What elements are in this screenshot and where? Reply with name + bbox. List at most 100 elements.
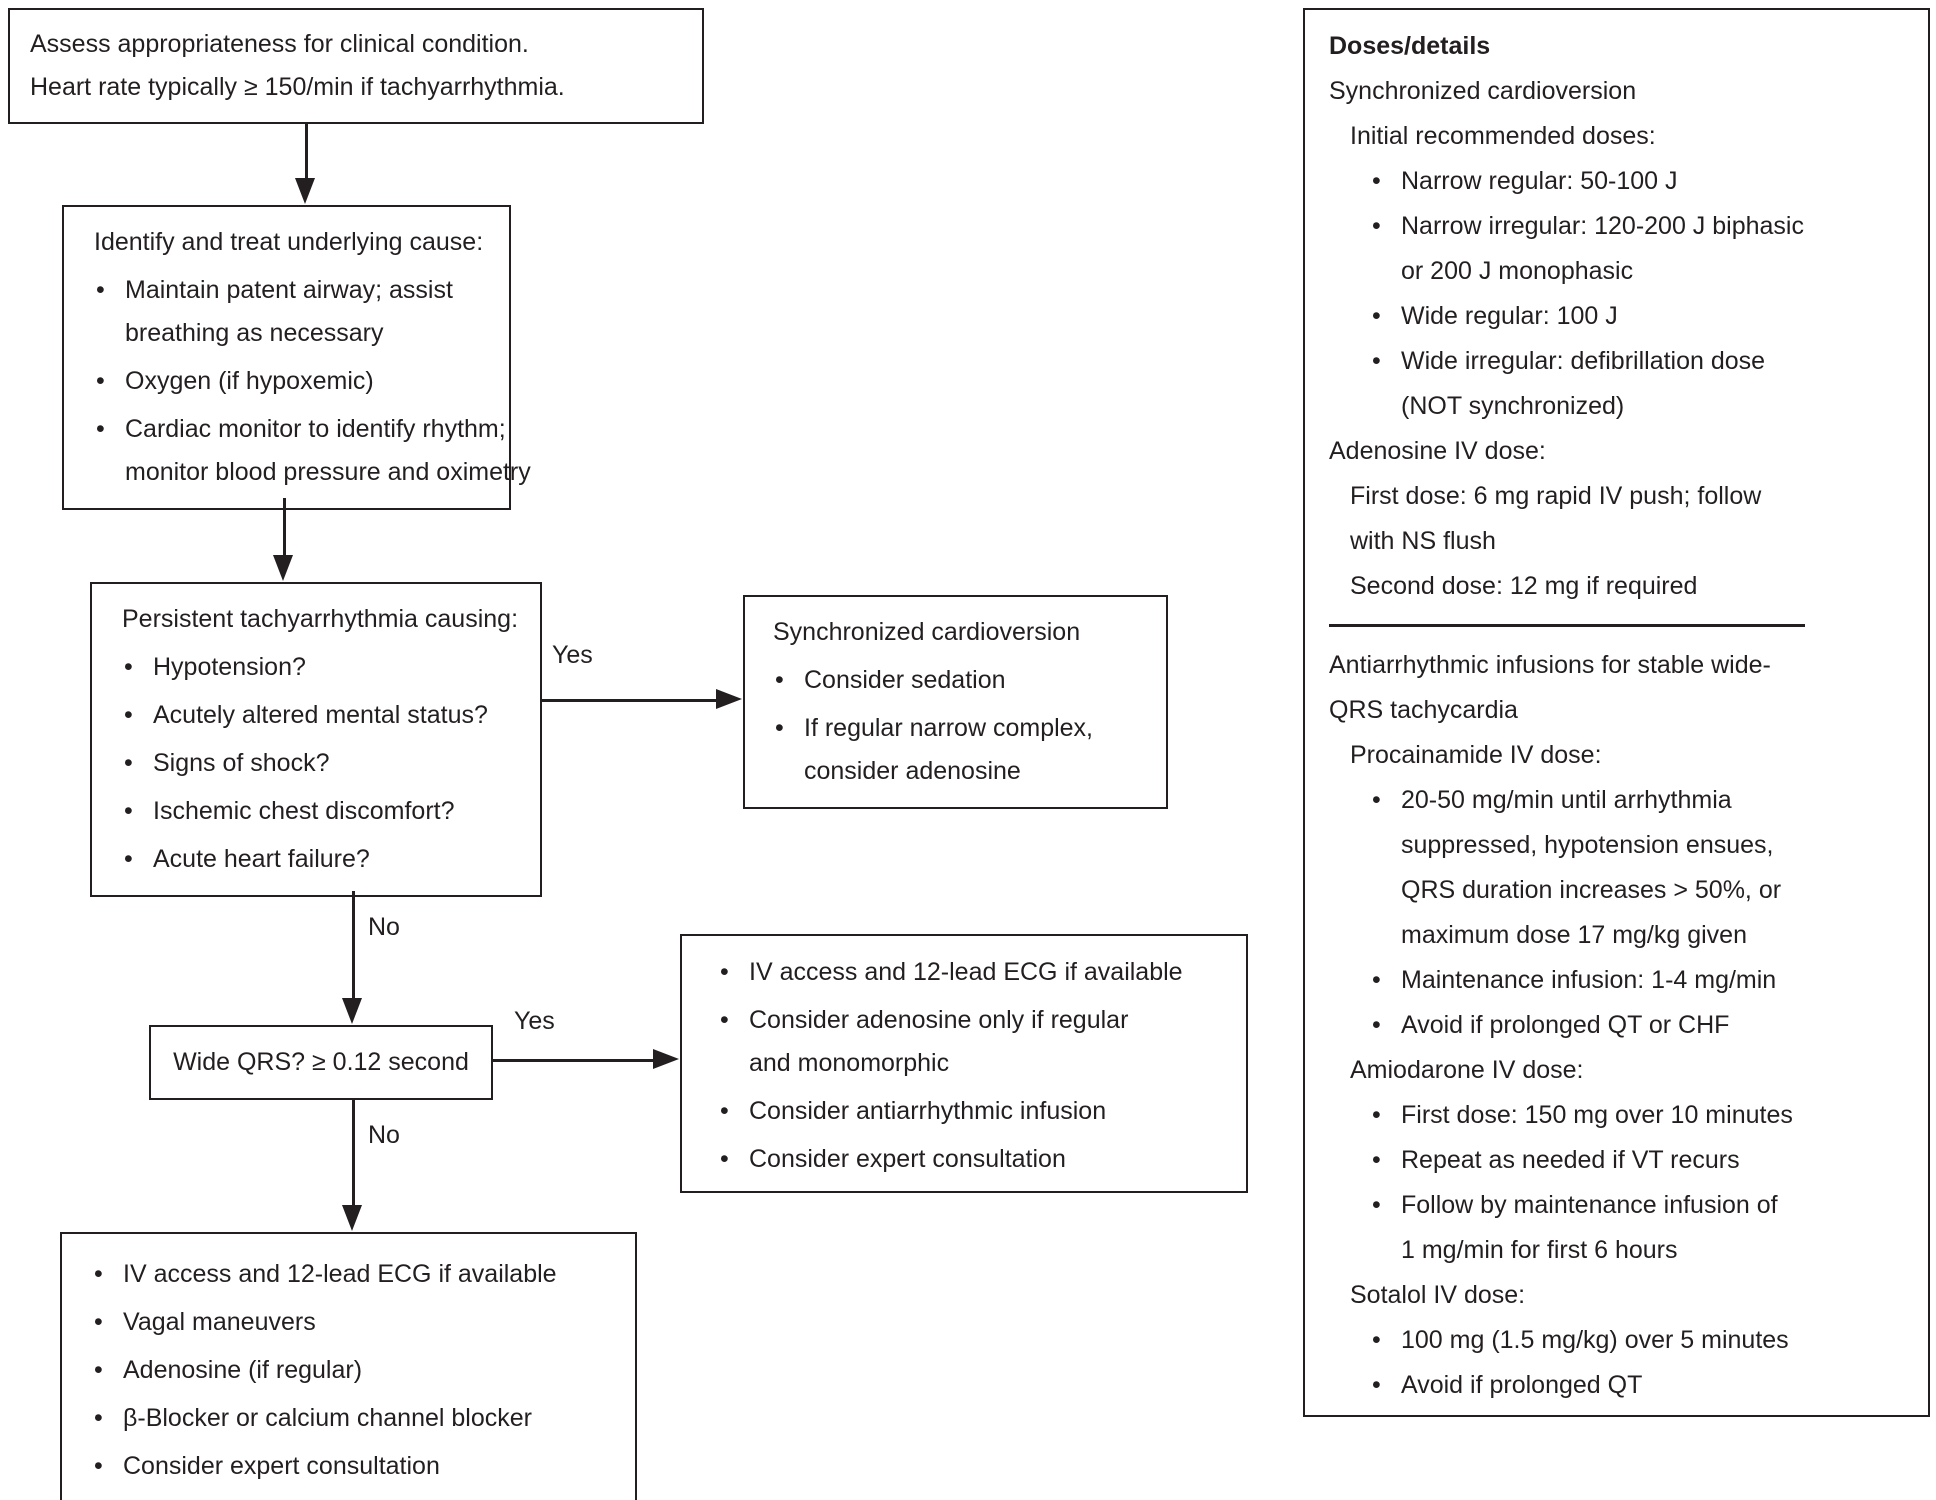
dose-heading-cardioversion: Synchronized cardioversion (1329, 77, 1637, 105)
bullet-line: Signs of shock? (153, 749, 330, 777)
bullet-line: If regular narrow complex, (804, 714, 1094, 742)
bullet-line: Vagal maneuvers (123, 1308, 316, 1336)
dose-line: Narrow irregular: 120-200 J biphasic (1401, 212, 1804, 240)
identify-title: Identify and treat underlying cause: (94, 228, 484, 256)
bullet-line: monitor blood pressure and oximetry (125, 458, 531, 486)
dose-bullet: Narrow irregular: 120-200 J biphasic or … (1370, 204, 1918, 294)
adenosine-first-dose: First dose: 6 mg rapid IV push; follow w… (1350, 474, 1918, 564)
bullet-line: Hypotension? (153, 653, 306, 681)
assess-box: Assess appropriateness for clinical cond… (8, 8, 704, 124)
bullet-line: IV access and 12-lead ECG if available (123, 1260, 557, 1288)
dose-line: with NS flush (1350, 527, 1496, 555)
flow-arrow-line (541, 699, 718, 702)
dose-line: Maintenance infusion: 1-4 mg/min (1401, 966, 1777, 994)
bullet-line: Cardiac monitor to identify rhythm; (125, 415, 506, 443)
dose-bullet: First dose: 150 mg over 10 minutes (1370, 1093, 1918, 1138)
dose-bullet: Maintenance infusion: 1-4 mg/min (1370, 958, 1918, 1003)
panel-divider (1329, 624, 1805, 627)
identify-bullet: Cardiac monitor to identify rhythm; moni… (94, 408, 531, 494)
bullet-line: β-Blocker or calcium channel blocker (123, 1404, 532, 1432)
cardioversion-bullet: If regular narrow complex, consider aden… (773, 707, 1166, 793)
dose-line: Repeat as needed if VT recurs (1401, 1146, 1740, 1174)
bullet-line: Consider expert consultation (749, 1145, 1066, 1173)
dose-bullet: 20-50 mg/min until arrhythmia suppressed… (1370, 778, 1918, 958)
dose-line: 100 mg (1.5 mg/kg) over 5 minutes (1401, 1326, 1789, 1354)
narrow-treatment-bullet: IV access and 12-lead ECG if available (92, 1253, 635, 1296)
bullet-line: Adenosine (if regular) (123, 1356, 363, 1384)
arrow-down-icon (342, 1205, 362, 1231)
bullet-line: Consider sedation (804, 666, 1006, 694)
narrow-treatment-bullet: Consider expert consultation (92, 1445, 635, 1488)
bullet-line: Maintain patent airway; assist (125, 276, 453, 304)
cardioversion-bullet: Consider sedation (773, 659, 1166, 702)
arrow-right-icon (716, 689, 742, 709)
bullet-line: Acute heart failure? (153, 845, 370, 873)
dose-line: Second dose: 12 mg if required (1350, 572, 1698, 600)
identify-bullet: Oxygen (if hypoxemic) (94, 360, 509, 403)
arrow-down-icon (342, 998, 362, 1024)
dose-line: suppressed, hypotension ensues, (1401, 831, 1774, 859)
bullet-line: breathing as necessary (125, 319, 384, 347)
dose-line: First dose: 150 mg over 10 minutes (1401, 1101, 1793, 1129)
panel-title: Doses/details (1329, 32, 1491, 60)
branch-label-no: No (368, 913, 400, 941)
identify-bullet: Maintain patent airway; assist breathing… (94, 269, 509, 355)
dose-line: Narrow regular: 50-100 J (1401, 167, 1678, 195)
bullet-line: Consider expert consultation (123, 1452, 440, 1480)
dose-line: 1 mg/min for first 6 hours (1401, 1236, 1678, 1264)
dose-bullet: Wide irregular: defibrillation dose (NOT… (1370, 339, 1918, 429)
dose-line: QRS duration increases > 50%, or (1401, 876, 1782, 904)
narrow-treatment-bullet: Vagal maneuvers (92, 1301, 635, 1344)
bullet-line: and monomorphic (749, 1049, 950, 1077)
arrow-right-icon (653, 1049, 679, 1069)
persistent-bullet: Acute heart failure? (122, 838, 540, 881)
bullet-line: Consider adenosine only if regular (749, 1006, 1129, 1034)
dose-line: maximum dose 17 mg/kg given (1401, 921, 1747, 949)
dose-line: 20-50 mg/min until arrhythmia (1401, 786, 1732, 814)
bullet-line: Consider antiarrhythmic infusion (749, 1097, 1107, 1125)
adenosine-second-dose: Second dose: 12 mg if required (1350, 564, 1918, 609)
wide-treatment-bullet: Consider expert consultation (718, 1138, 1246, 1181)
bullet-line: IV access and 12-lead ECG if available (749, 958, 1183, 986)
cardioversion-title: Synchronized cardioversion (773, 618, 1081, 646)
flow-arrow-line (283, 498, 286, 557)
persistent-bullet: Hypotension? (122, 646, 540, 689)
branch-label-no: No (368, 1121, 400, 1149)
branch-label-yes: Yes (514, 1007, 555, 1035)
synchronized-cardioversion-box: Synchronized cardioversion Consider seda… (743, 595, 1168, 809)
persistent-bullet: Signs of shock? (122, 742, 540, 785)
assess-line-2: Heart rate typically ≥ 150/min if tachya… (30, 73, 565, 101)
wide-qrs-treatment-box: IV access and 12-lead ECG if available C… (680, 934, 1248, 1193)
persistent-bullet: Acutely altered mental status? (122, 694, 540, 737)
bullet-line: Oxygen (if hypoxemic) (125, 367, 374, 395)
dose-subheading-sotalol: Sotalol IV dose: (1350, 1281, 1526, 1309)
dose-bullet: Avoid if prolonged QT or CHF (1370, 1003, 1918, 1048)
bullet-line: consider adenosine (804, 757, 1021, 785)
narrow-qrs-treatment-box: IV access and 12-lead ECG if available V… (60, 1232, 637, 1500)
narrow-treatment-bullet: Adenosine (if regular) (92, 1349, 635, 1392)
dose-line: or 200 J monophasic (1401, 257, 1634, 285)
arrow-down-icon (273, 555, 293, 581)
dose-line: Avoid if prolonged QT or CHF (1401, 1011, 1730, 1039)
doses-details-panel: Doses/details Synchronized cardioversion… (1303, 8, 1930, 1417)
dose-line: Avoid if prolonged QT (1401, 1371, 1643, 1399)
dose-subheading-amiodarone: Amiodarone IV dose: (1350, 1056, 1584, 1084)
narrow-treatment-bullet: β-Blocker or calcium channel blocker (92, 1397, 635, 1440)
persistent-title: Persistent tachyarrhythmia causing: (122, 605, 519, 633)
persistent-bullet: Ischemic chest discomfort? (122, 790, 540, 833)
dose-bullet: Repeat as needed if VT recurs (1370, 1138, 1918, 1183)
arrow-down-icon (295, 178, 315, 204)
flow-arrow-line (305, 123, 308, 180)
dose-line: Follow by maintenance infusion of (1401, 1191, 1778, 1219)
dose-subheading-procainamide: Procainamide IV dose: (1350, 741, 1602, 769)
dose-line: Wide irregular: defibrillation dose (1401, 347, 1766, 375)
bullet-line: Ischemic chest discomfort? (153, 797, 455, 825)
dose-bullet: 100 mg (1.5 mg/kg) over 5 minutes (1370, 1318, 1918, 1363)
dose-line: Wide regular: 100 J (1401, 302, 1618, 330)
dose-bullet: Wide regular: 100 J (1370, 294, 1918, 339)
dose-line: First dose: 6 mg rapid IV push; follow (1350, 482, 1762, 510)
wide-treatment-bullet: Consider antiarrhythmic infusion (718, 1090, 1246, 1133)
dose-line: (NOT synchronized) (1401, 392, 1625, 420)
dose-heading-infusions: QRS tachycardia (1329, 696, 1518, 724)
